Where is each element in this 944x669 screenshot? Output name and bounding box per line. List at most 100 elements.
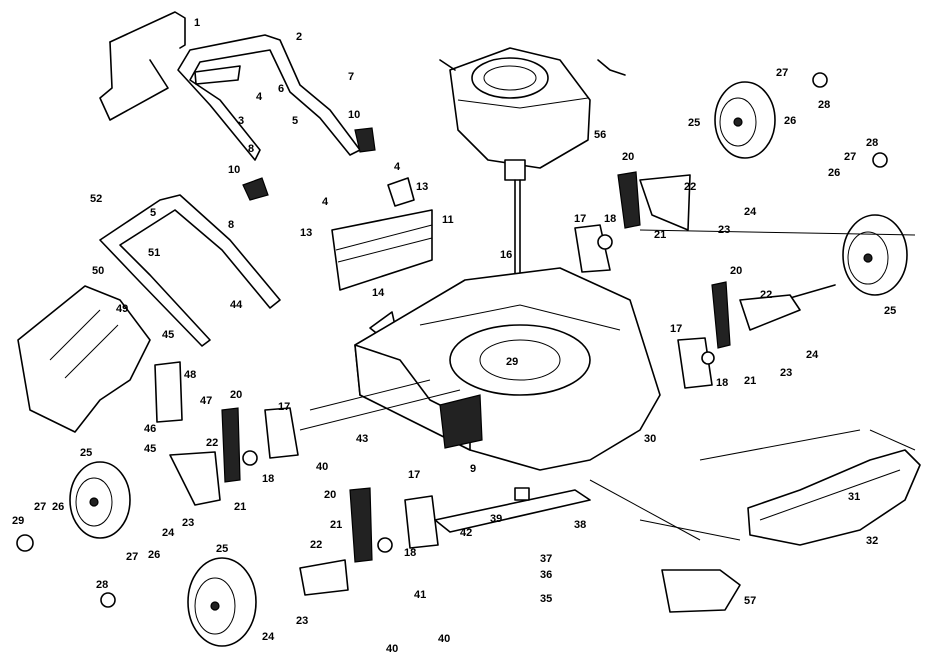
wheel-front-left-upper bbox=[69, 461, 131, 539]
wheel-front-left-lower bbox=[187, 557, 257, 647]
engine bbox=[439, 47, 626, 291]
upper-handle-assembly bbox=[99, 11, 376, 201]
callout-labels: 1 2 3 4 5 6 7 8 10 10 4 13 4 13 11 56 27… bbox=[12, 17, 896, 655]
callout-13: 13 bbox=[300, 227, 312, 239]
callout-27: 27 bbox=[776, 67, 788, 79]
callout-51: 51 bbox=[148, 247, 160, 259]
side-discharge-chute bbox=[747, 449, 921, 546]
callout-20: 20 bbox=[730, 265, 742, 277]
callout-21: 21 bbox=[234, 501, 246, 513]
callout-5: 5 bbox=[292, 115, 298, 127]
callout-21: 21 bbox=[330, 519, 342, 531]
callout-22: 22 bbox=[684, 181, 696, 193]
callout-44: 44 bbox=[230, 299, 243, 311]
callout-27: 27 bbox=[126, 551, 138, 563]
callout-10: 10 bbox=[348, 109, 360, 121]
callout-22: 22 bbox=[310, 539, 322, 551]
callout-23: 23 bbox=[296, 615, 308, 627]
deflector-shield bbox=[661, 569, 741, 613]
callout-48: 48 bbox=[184, 369, 196, 381]
callout-47: 47 bbox=[200, 395, 212, 407]
callout-17: 17 bbox=[670, 323, 682, 335]
callout-2: 2 bbox=[296, 31, 302, 43]
callout-56: 56 bbox=[594, 129, 606, 141]
callout-27: 27 bbox=[844, 151, 856, 163]
callout-29: 29 bbox=[506, 356, 518, 368]
callout-6: 6 bbox=[278, 83, 284, 95]
callout-39: 39 bbox=[490, 513, 502, 525]
callout-40: 40 bbox=[386, 643, 398, 655]
callout-9: 9 bbox=[470, 463, 476, 475]
callout-40: 40 bbox=[438, 633, 450, 645]
callout-8: 8 bbox=[228, 219, 234, 231]
callout-22: 22 bbox=[760, 289, 772, 301]
callout-23: 23 bbox=[718, 224, 730, 236]
mower-deck bbox=[354, 267, 661, 471]
callout-57: 57 bbox=[744, 595, 756, 607]
callout-17: 17 bbox=[278, 401, 290, 413]
callout-27: 27 bbox=[34, 501, 46, 513]
callout-38: 38 bbox=[574, 519, 586, 531]
callout-13: 13 bbox=[416, 181, 428, 193]
callout-20: 20 bbox=[230, 389, 242, 401]
callout-41: 41 bbox=[414, 589, 426, 601]
callout-14: 14 bbox=[372, 287, 385, 299]
callout-28: 28 bbox=[866, 137, 878, 149]
callout-26: 26 bbox=[148, 549, 160, 561]
callout-10: 10 bbox=[228, 164, 240, 176]
wheel-rear-right-lower bbox=[789, 214, 908, 299]
callout-7: 7 bbox=[348, 71, 354, 83]
callout-17: 17 bbox=[574, 213, 586, 225]
height-adjusters bbox=[169, 171, 801, 596]
callout-4: 4 bbox=[394, 161, 401, 173]
callout-11: 11 bbox=[442, 214, 454, 226]
callout-8: 8 bbox=[248, 143, 254, 155]
callout-25: 25 bbox=[216, 543, 228, 555]
callout-24: 24 bbox=[744, 206, 757, 218]
callout-3: 3 bbox=[238, 115, 244, 127]
lower-handle bbox=[99, 194, 281, 347]
callout-31: 31 bbox=[848, 491, 860, 503]
wheel-rear-right-upper bbox=[714, 81, 776, 159]
callout-21: 21 bbox=[744, 375, 756, 387]
callout-45: 45 bbox=[144, 443, 156, 455]
assembly-lines bbox=[299, 229, 916, 541]
callout-18: 18 bbox=[716, 377, 728, 389]
callout-46: 46 bbox=[144, 423, 156, 435]
callout-40: 40 bbox=[316, 461, 328, 473]
callout-25: 25 bbox=[80, 447, 92, 459]
callout-43: 43 bbox=[356, 433, 368, 445]
callout-18: 18 bbox=[404, 547, 416, 559]
fasteners bbox=[16, 72, 888, 608]
callout-24: 24 bbox=[262, 631, 275, 643]
callout-5: 5 bbox=[150, 207, 156, 219]
callout-25: 25 bbox=[688, 117, 700, 129]
callout-28: 28 bbox=[96, 579, 108, 591]
callout-22: 22 bbox=[206, 437, 218, 449]
callout-37: 37 bbox=[540, 553, 552, 565]
callout-36: 36 bbox=[540, 569, 552, 581]
callout-24: 24 bbox=[162, 527, 175, 539]
callout-32: 32 bbox=[866, 535, 878, 547]
callout-23: 23 bbox=[182, 517, 194, 529]
callout-4: 4 bbox=[322, 196, 329, 208]
callout-18: 18 bbox=[262, 473, 274, 485]
callout-1: 1 bbox=[194, 17, 200, 29]
grass-bag bbox=[17, 285, 151, 433]
callout-4: 4 bbox=[256, 91, 263, 103]
callout-25: 25 bbox=[884, 305, 896, 317]
callout-49: 49 bbox=[116, 303, 128, 315]
callout-18: 18 bbox=[604, 213, 616, 225]
callout-30: 30 bbox=[644, 433, 656, 445]
callout-28: 28 bbox=[818, 99, 830, 111]
callout-20: 20 bbox=[324, 489, 336, 501]
callout-45: 45 bbox=[162, 329, 174, 341]
callout-26: 26 bbox=[52, 501, 64, 513]
callout-52: 52 bbox=[90, 193, 102, 205]
rear-bracket bbox=[154, 361, 183, 423]
callout-42: 42 bbox=[460, 527, 472, 539]
callout-26: 26 bbox=[784, 115, 796, 127]
callout-20: 20 bbox=[622, 151, 634, 163]
